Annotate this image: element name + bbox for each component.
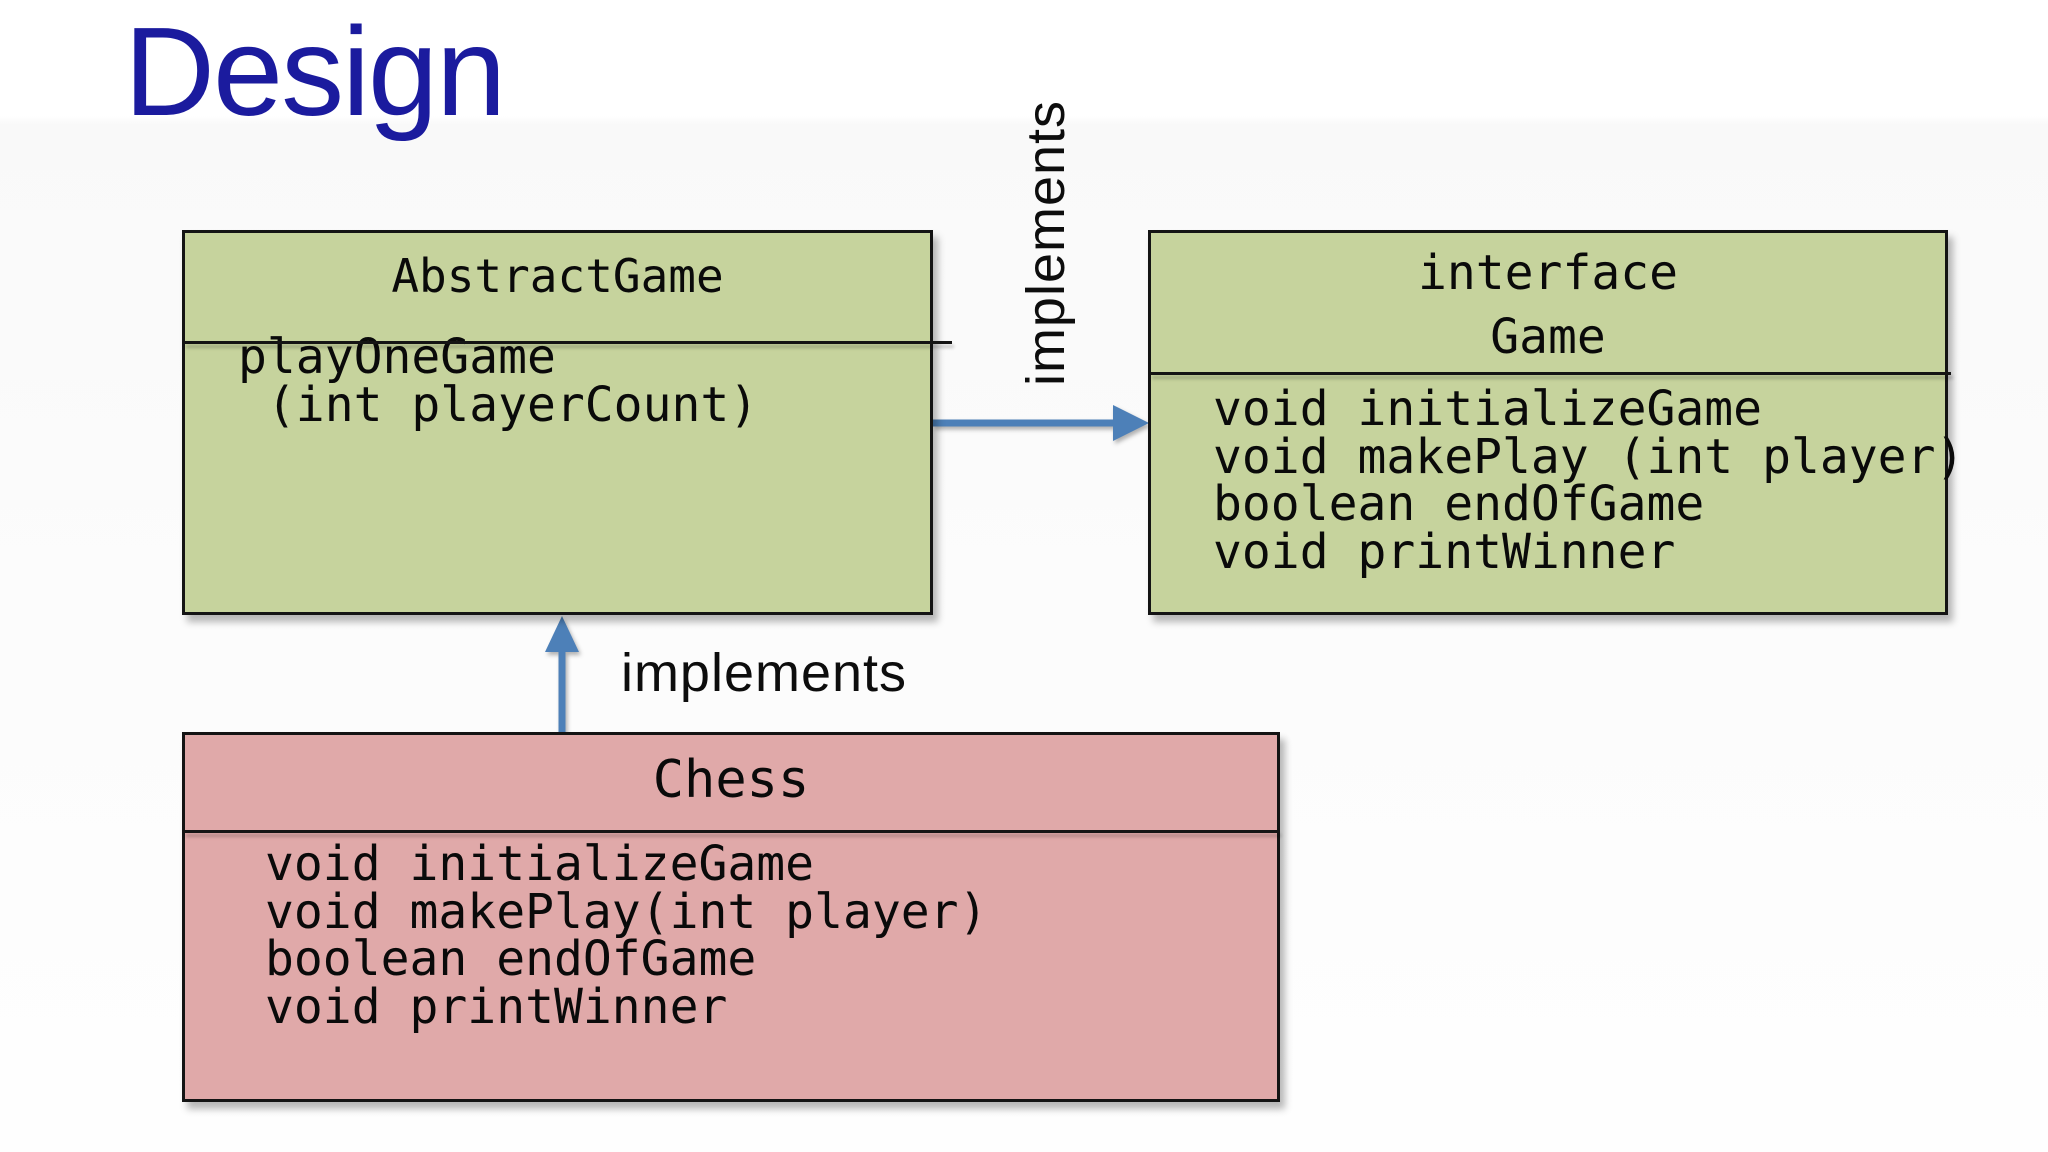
class-box-game-interface-header: interface Game <box>1151 233 1945 369</box>
implements-label-horizontal: implements <box>620 643 908 703</box>
class-box-chess-header: Chess <box>185 735 1277 808</box>
member-line: void initializeGame <box>265 836 815 892</box>
compartment-divider <box>1150 372 1951 375</box>
class-box-abstractgame: AbstractGame playOneGame (int playerCoun… <box>182 230 952 615</box>
compartment-divider <box>184 830 1279 833</box>
member-line: void makePlay(int player) <box>265 883 988 940</box>
slide-title: Design <box>124 1 506 142</box>
implements-label-vertical: implements <box>1016 99 1076 387</box>
class-box-abstractgame-members: playOneGame (int playerCount) <box>185 301 930 429</box>
member-line: void makePlay (int player) <box>1213 428 1965 485</box>
member-line: void initializeGame <box>1213 381 1763 437</box>
member-line: boolean endOfGame <box>1213 476 1705 532</box>
class-name: Game <box>1490 309 1606 365</box>
stereotype-label: interface <box>1417 245 1679 301</box>
member-line: boolean endOfGame <box>265 931 757 987</box>
compartment-divider <box>184 341 952 344</box>
class-name: Chess <box>652 750 810 810</box>
member-line: (int playerCount) <box>238 376 759 433</box>
class-box-game-interface-members: void initializeGame void makePlay (int p… <box>1151 369 1965 580</box>
class-box-abstractgame-header: AbstractGame <box>185 233 930 301</box>
class-box-game-interface: interface Game void initializeGame void … <box>1148 230 1965 615</box>
member-line: void printWinner <box>1213 523 1676 580</box>
implements-arrow-abstractgame-to-game <box>933 405 1149 441</box>
class-box-chess-members: void initializeGame void makePlay(int pl… <box>185 808 1277 1031</box>
class-name: AbstractGame <box>391 249 724 303</box>
member-line: void printWinner <box>265 978 728 1035</box>
class-box-chess: Chess void initializeGame void makePlay(… <box>182 732 1280 1102</box>
implements-arrow-chess-to-abstractgame <box>545 616 579 734</box>
